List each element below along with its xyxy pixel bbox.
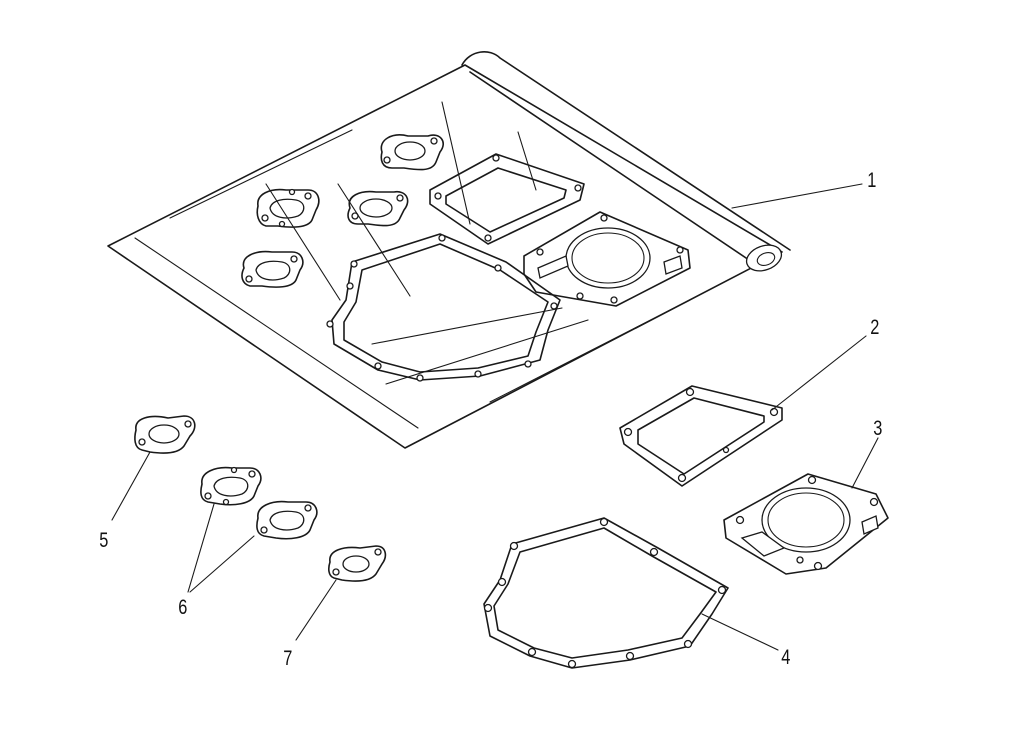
package-intake-gasket-top — [380, 134, 444, 171]
callout-labels: 1 2 3 4 5 6 7 — [99, 168, 882, 669]
callout-3: 3 — [873, 416, 882, 439]
leader-lines — [111, 183, 879, 651]
callout-5: 5 — [99, 528, 108, 551]
package-cylinder-head-gasket — [523, 211, 691, 307]
part-4-crankcase-gasket — [483, 517, 729, 669]
leader-line-4 — [701, 613, 779, 651]
package-inner-line-bottom — [489, 299, 691, 403]
leader-line-6a — [187, 503, 215, 593]
callout-2: 2 — [870, 315, 879, 338]
callout-7: 7 — [283, 646, 292, 669]
package-carb-gasket-lower — [241, 250, 304, 288]
leader-line-7 — [295, 579, 337, 641]
callout-4: 4 — [781, 645, 790, 668]
callout-6: 6 — [178, 595, 187, 618]
package-intake-gasket-mid — [347, 190, 409, 227]
leader-line-2 — [771, 335, 867, 411]
part-3-cylinder-head-gasket — [723, 473, 889, 575]
package-inner-line-left — [169, 129, 353, 219]
callout-1: 1 — [867, 168, 876, 191]
package-inner-line-side — [134, 237, 419, 429]
package-sheet — [107, 64, 783, 449]
package-valve-cover-gasket — [429, 153, 585, 245]
leader-line-1 — [731, 183, 863, 209]
part-7-intake-gasket — [328, 545, 387, 582]
package-roll — [461, 51, 791, 272]
gasket-set-package — [107, 51, 791, 449]
leader-line-6b — [189, 535, 255, 593]
leader-line-3 — [851, 437, 879, 489]
package-carb-gasket-upper — [256, 188, 320, 228]
package-crankcase-gasket — [326, 233, 561, 382]
part-6-carburetor-gasket-lower — [256, 500, 318, 540]
part-5-intake-gasket — [134, 415, 196, 454]
leader-line-5 — [111, 451, 151, 521]
part-2-valve-cover-gasket — [619, 385, 783, 487]
part-6-carburetor-gasket-upper — [200, 466, 262, 506]
